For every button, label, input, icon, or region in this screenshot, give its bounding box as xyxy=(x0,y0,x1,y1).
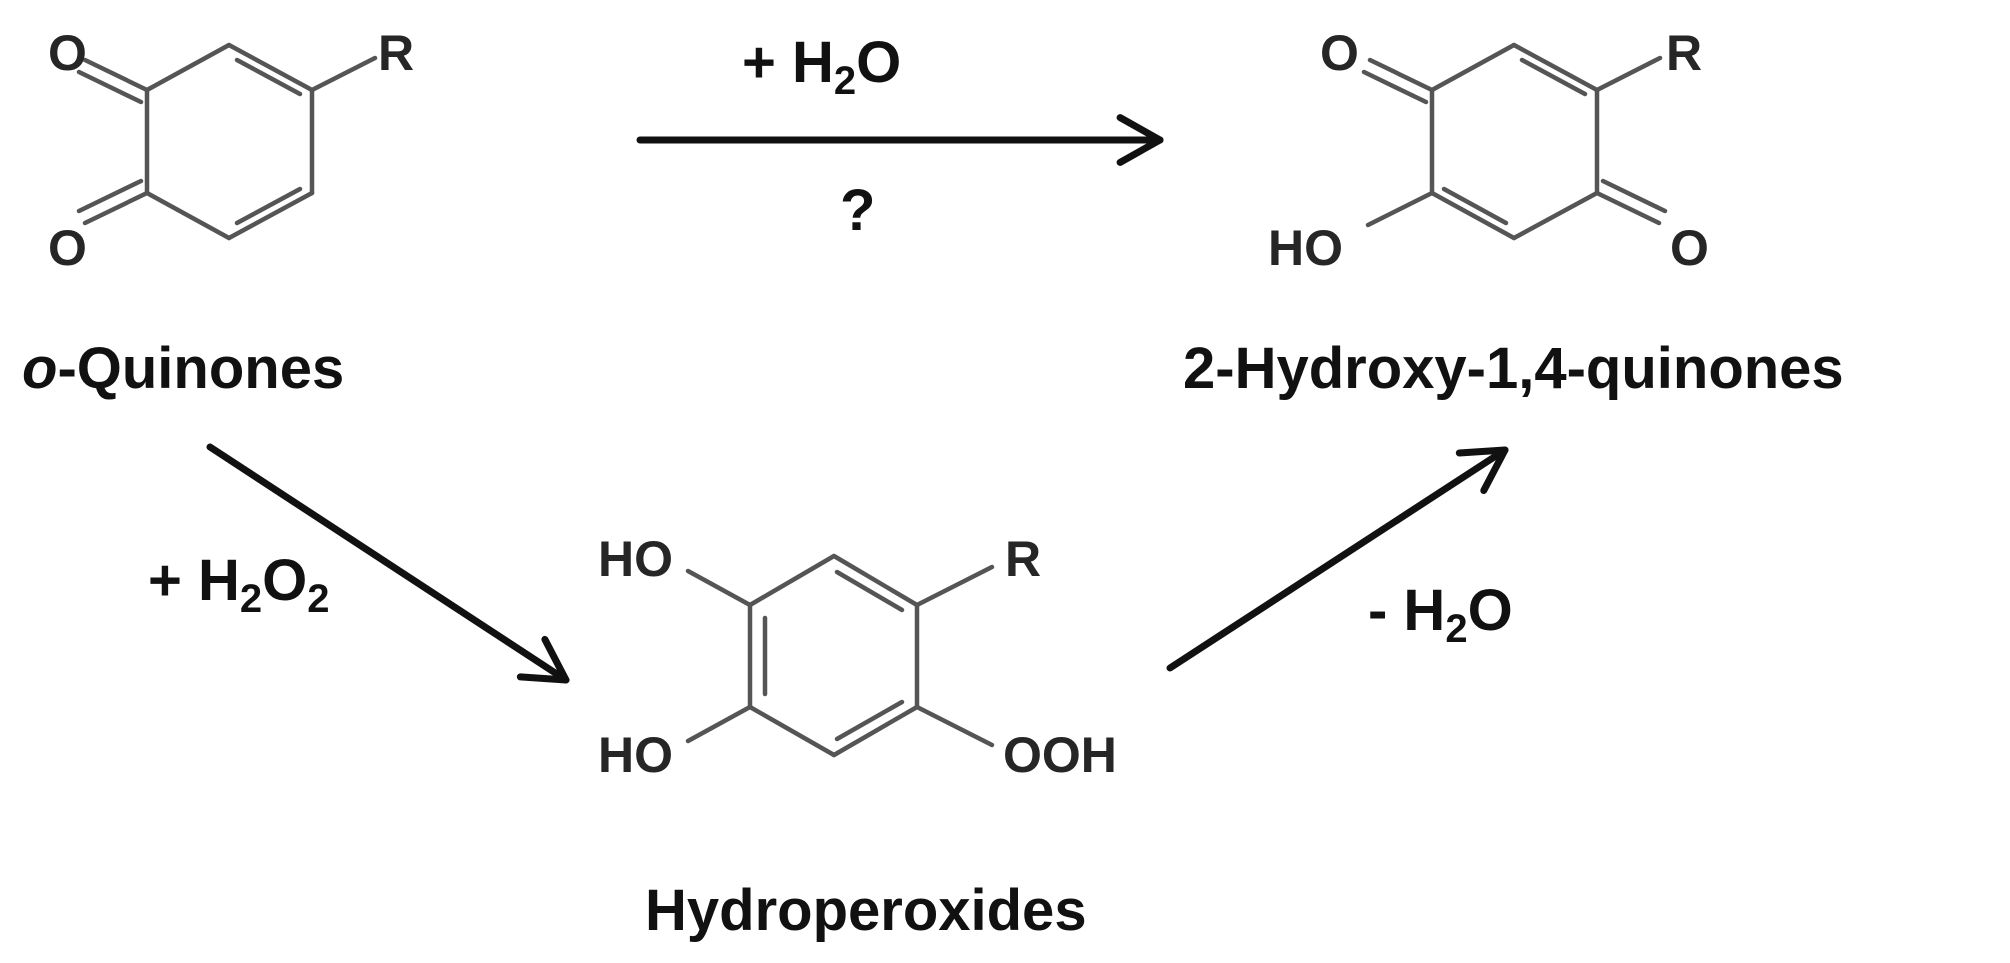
o-quinone-structure: O O R xyxy=(48,25,414,276)
reaction-arrow-lower-right xyxy=(1166,446,1509,672)
hydroxy-quinone-ho-label: HO xyxy=(1268,220,1343,276)
hydroxy-quinone-r-label: R xyxy=(1666,25,1702,81)
o-quinone-r-label: R xyxy=(378,25,414,81)
hydroperoxide-r-label: R xyxy=(1005,531,1041,587)
hydroxy-quinone-structure: O R HO O xyxy=(1268,25,1709,276)
hydroperoxide-ooh-label: OOH xyxy=(1003,727,1117,783)
hydroperoxide-ho-bottom-label: HO xyxy=(598,727,673,783)
hydroxy-quinone-oxygen-bottom-label: O xyxy=(1670,220,1709,276)
lower-right-reagent-label: - H2O xyxy=(1368,578,1513,651)
top-reagent-label: + H2O xyxy=(742,30,901,103)
o-quinone-name: o-Quinones xyxy=(22,336,344,401)
top-unknown-label: ? xyxy=(840,178,875,243)
o-quinone-oxygen-bottom-label: O xyxy=(48,220,87,276)
o-quinone-bonds xyxy=(76,42,378,241)
o-quinone-oxygen-top-label: O xyxy=(48,25,87,81)
hydroperoxide-structure: HO R HO OOH xyxy=(598,531,1117,783)
lower-left-reagent-label: + H2O2 xyxy=(148,548,330,621)
hydroxy-quinone-oxygen-top-label: O xyxy=(1320,25,1359,81)
hydroxy-quinone-name: 2-Hydroxy-1,4-quinones xyxy=(1183,336,1844,401)
hydroperoxide-bonds xyxy=(685,553,995,758)
hydroperoxide-name: Hydroperoxides xyxy=(645,878,1087,943)
hydroperoxide-ho-top-label: HO xyxy=(598,531,673,587)
reaction-arrow-lower-left xyxy=(206,443,570,684)
hydroxy-quinone-bonds xyxy=(1361,42,1668,241)
